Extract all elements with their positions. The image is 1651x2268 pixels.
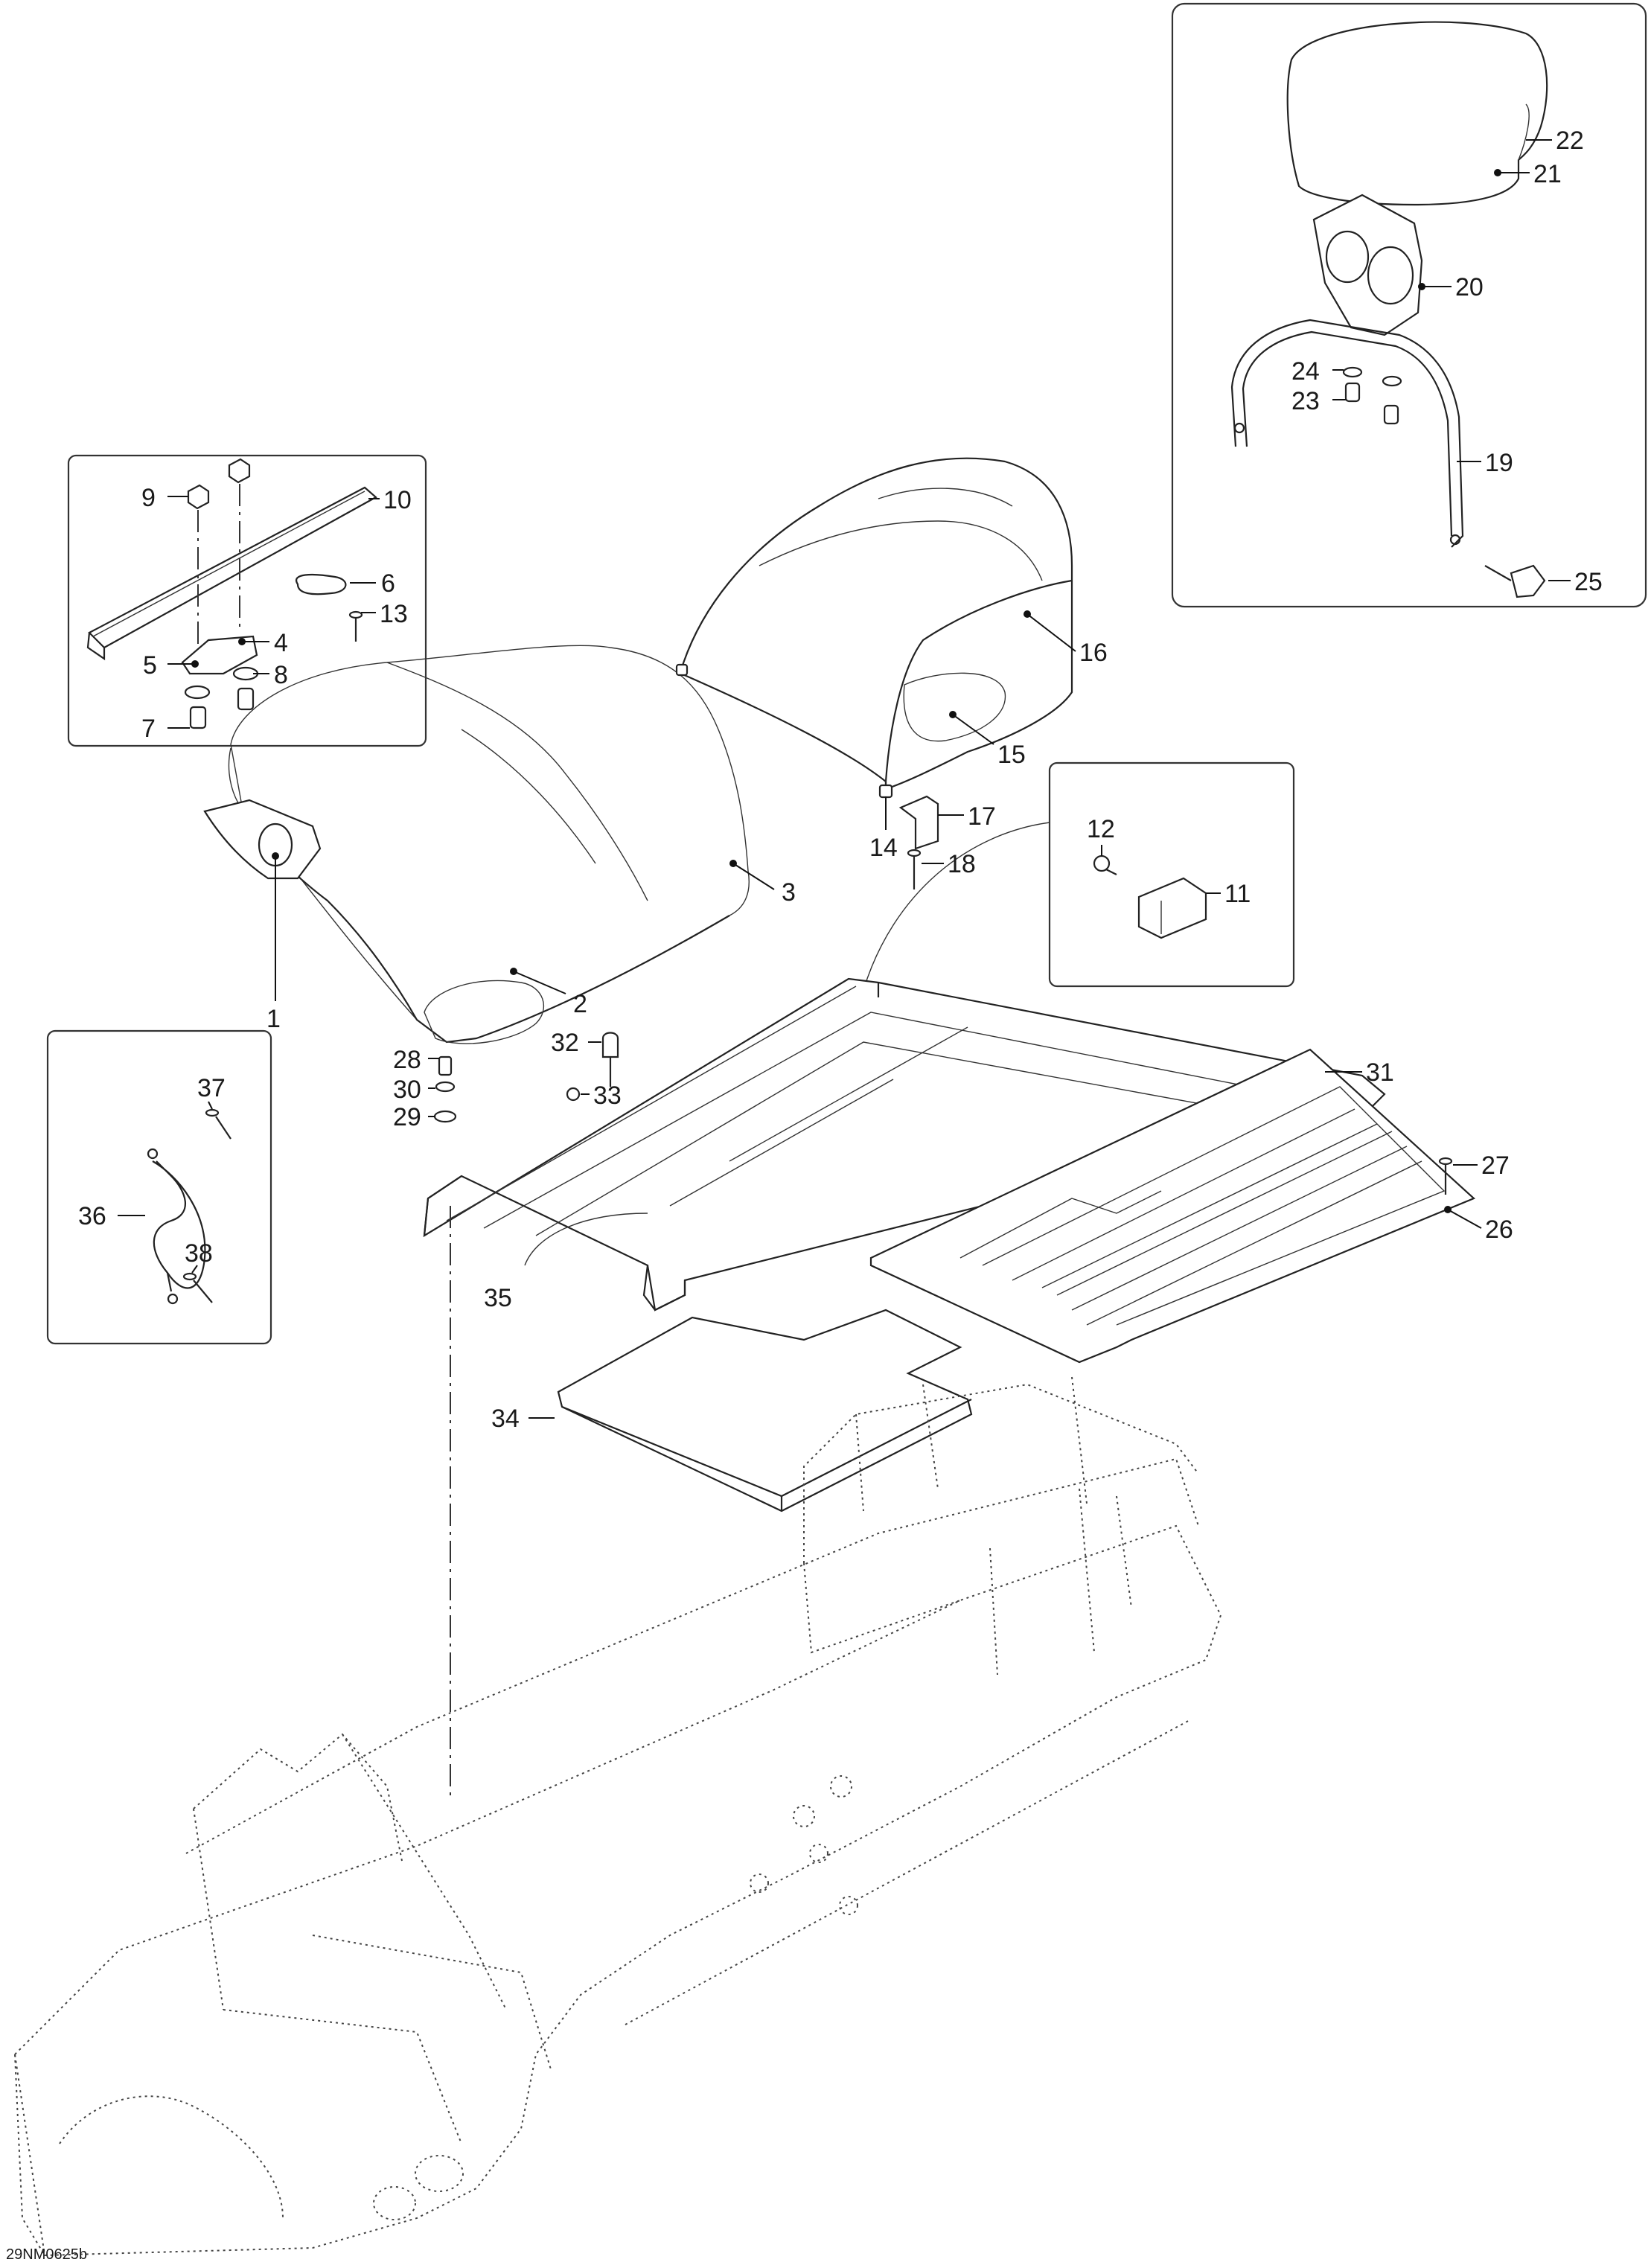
backrest-screws <box>1342 366 1402 425</box>
callout-2: 2 <box>573 990 587 1018</box>
callout-35: 35 <box>484 1284 512 1312</box>
callout-6: 6 <box>381 569 395 598</box>
callout-3: 3 <box>782 878 796 907</box>
arc-35 <box>524 1213 648 1266</box>
callout-24: 24 <box>1291 357 1320 386</box>
rivet-18 <box>907 849 922 889</box>
detail-arc-rear <box>863 822 1050 991</box>
callout-16: 16 <box>1079 639 1108 667</box>
fasteners-28-30 <box>433 1055 457 1123</box>
leader-lines <box>118 139 1571 1419</box>
callout-29: 29 <box>393 1103 421 1131</box>
callout-30: 30 <box>393 1076 421 1104</box>
callout-10: 10 <box>383 486 412 514</box>
latch-rail <box>86 486 377 661</box>
callout-25: 25 <box>1574 568 1603 596</box>
callout-23: 23 <box>1291 387 1320 415</box>
callout-8: 8 <box>274 661 288 689</box>
bracket-17 <box>898 795 939 850</box>
callout-12: 12 <box>1087 815 1115 843</box>
rivets-37-38 <box>182 1108 231 1303</box>
callout-26: 26 <box>1485 1216 1513 1244</box>
callout-5: 5 <box>143 651 157 680</box>
latch-washers-screws <box>184 666 259 729</box>
callout-33: 33 <box>593 1082 622 1110</box>
callout-38: 38 <box>185 1239 213 1268</box>
callout-15: 15 <box>997 741 1026 769</box>
cargo-tray <box>869 1048 1476 1364</box>
rivet-33 <box>566 1087 581 1102</box>
callout-36: 36 <box>78 1202 106 1230</box>
callout-34: 34 <box>491 1405 520 1433</box>
callout-11: 11 <box>1224 880 1251 908</box>
callout-4: 4 <box>274 629 288 657</box>
hinge <box>1093 855 1207 939</box>
callout-7: 7 <box>141 715 156 743</box>
bumper-32 <box>601 1032 619 1087</box>
callout-20: 20 <box>1455 273 1484 301</box>
backrest-bracket <box>1312 194 1423 336</box>
callout-18: 18 <box>948 850 976 878</box>
detail-box-seat-latch <box>67 454 427 747</box>
callout-32: 32 <box>551 1029 579 1057</box>
latch-plate <box>181 635 258 675</box>
latch-nuts <box>187 458 251 648</box>
rear-seat-cushion <box>680 457 1073 790</box>
detail-box-backrest <box>1171 2 1647 608</box>
callout-19: 19 <box>1485 449 1513 477</box>
rear-seat-pad <box>903 672 1006 742</box>
callout-37: 37 <box>197 1074 226 1102</box>
backrest-knob <box>1484 564 1546 598</box>
callout-31: 31 <box>1366 1058 1394 1087</box>
seat-frame <box>423 977 1386 1312</box>
tether-cable <box>147 1148 206 1305</box>
callout-13: 13 <box>380 600 408 628</box>
callout-21: 21 <box>1533 160 1562 188</box>
foam-pad <box>557 1309 973 1512</box>
rivet-13 <box>348 610 363 642</box>
backrest-support-bar <box>1230 319 1464 548</box>
rear-seat-foot <box>675 663 893 799</box>
latch-cable <box>296 573 347 595</box>
callout-22: 22 <box>1556 127 1584 155</box>
seat-front-bracket <box>203 799 322 880</box>
chassis-frame <box>13 1376 1222 2257</box>
callout-27: 27 <box>1481 1151 1510 1180</box>
document-reference: 29NM0625b <box>6 2246 87 2263</box>
detail-box-hinge <box>1048 761 1295 988</box>
callout-14: 14 <box>869 834 898 862</box>
callout-17: 17 <box>968 802 996 831</box>
callout-labels: 1 2 3 4 5 6 7 8 9 10 11 12 13 14 15 16 1… <box>78 127 1603 1433</box>
callout-9: 9 <box>141 484 156 512</box>
callout-1: 1 <box>266 1005 281 1033</box>
rivet-27 <box>1438 1157 1453 1195</box>
seat-pad <box>424 980 544 1044</box>
backrest-cushion <box>1286 21 1548 206</box>
callout-28: 28 <box>393 1046 421 1074</box>
detail-box-tether-cable <box>46 1029 272 1345</box>
